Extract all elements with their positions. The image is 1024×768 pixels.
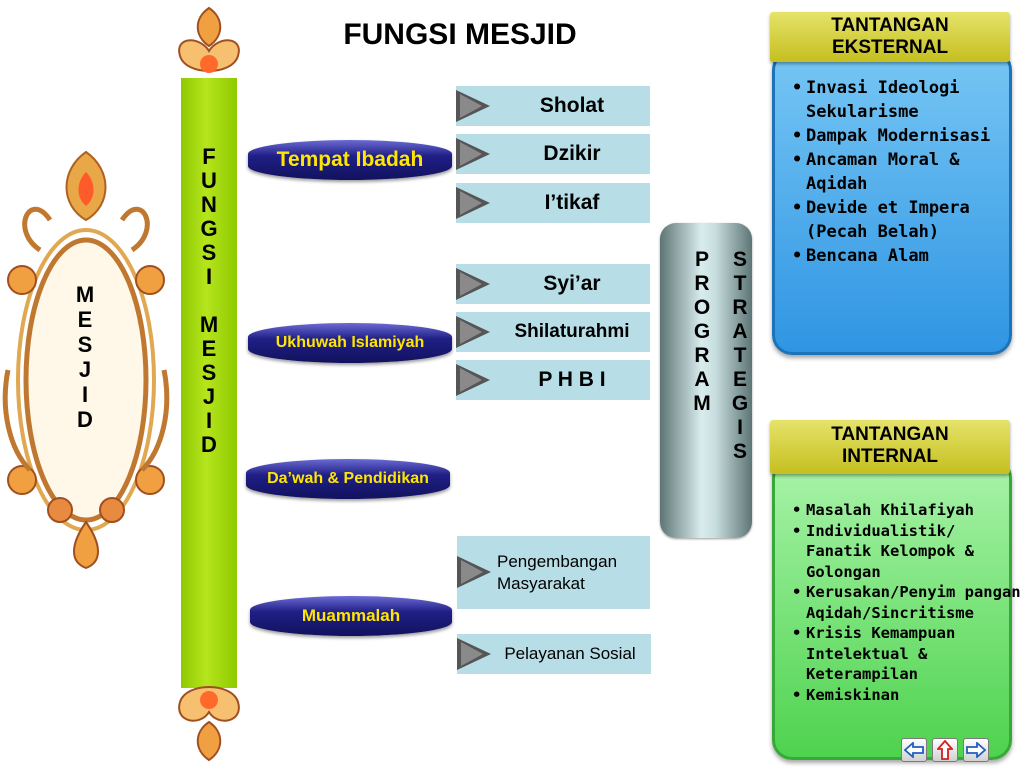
ornamental-frame xyxy=(2,150,170,570)
arrow-icon xyxy=(456,187,490,219)
category-tempat-ibadah: Tempat Ibadah xyxy=(248,140,452,180)
list-item: Dampak Modernisasi xyxy=(792,124,1020,148)
category-dawah-pendidikan: Da’wah & Pendidikan xyxy=(246,459,450,499)
right-arrow-icon xyxy=(966,742,986,758)
list-item: Bencana Alam xyxy=(792,244,1020,268)
program-strategis xyxy=(660,223,752,538)
category-ukhuwah-islamiyah: Ukhuwah Islamiyah xyxy=(248,323,452,363)
list-item: Kerusakan/Penyim pangan Aqidah/Sincritis… xyxy=(792,582,1024,623)
arrow-icon xyxy=(457,556,491,588)
item-phbi: P H B I xyxy=(456,360,650,400)
arrow-icon xyxy=(456,364,490,396)
arrow-icon xyxy=(456,138,490,170)
up-arrow-icon xyxy=(937,740,953,760)
list-item: Invasi Ideologi Sekularisme xyxy=(792,76,1020,124)
list-item: Krisis Kemampuan Intelektual & Keterampi… xyxy=(792,623,1024,685)
arrow-icon xyxy=(456,316,490,348)
ornament-word: M E S J I D xyxy=(75,282,95,432)
list-item: Devide et Impera (Pecah Belah) xyxy=(792,196,1020,244)
item-itikaf: I’tikaf xyxy=(456,183,650,223)
item-sholat: Sholat xyxy=(456,86,650,126)
item-pengembangan-masyarakat: Pengembangan Masyarakat xyxy=(457,536,650,609)
item-syiar: Syi’ar xyxy=(456,264,650,304)
list-item: Individualistik/ Fanatik Kelompok & Golo… xyxy=(792,521,1024,583)
category-muammalah: Muammalah xyxy=(250,596,452,636)
prev-slide-button[interactable] xyxy=(901,738,927,762)
home-button[interactable] xyxy=(932,738,958,762)
tantangan-internal-list: Masalah Khilafiyah Individualistik/ Fana… xyxy=(790,500,1024,705)
list-item: Ancaman Moral & Aqidah xyxy=(792,148,1020,196)
top-ornament xyxy=(178,6,240,73)
left-arrow-icon xyxy=(904,742,924,758)
arrow-icon xyxy=(457,638,491,670)
arrow-icon xyxy=(456,268,490,300)
list-item: Masalah Khilafiyah xyxy=(792,500,1024,521)
arrow-icon xyxy=(456,90,490,122)
list-item: Kemiskinan xyxy=(792,685,1024,706)
item-pelayanan-sosial: Pelayanan Sosial xyxy=(457,634,651,674)
page-title: FUNGSI MESJID xyxy=(343,18,577,51)
item-dzikir: Dzikir xyxy=(456,134,650,174)
next-slide-button[interactable] xyxy=(963,738,989,762)
fungsi-bar xyxy=(181,78,237,688)
tantangan-internal-heading: TANTANGAN INTERNAL xyxy=(770,420,1010,474)
fungsi-mesjid-vertical-text: F U N G S I M E S J I D xyxy=(199,144,219,457)
bottom-ornament xyxy=(178,686,240,762)
tantangan-eksternal-heading: TANTANGAN EKSTERNAL xyxy=(770,12,1010,62)
strategis-text: S T R A T E G I S xyxy=(731,248,749,463)
program-text: P R O G R A M xyxy=(693,248,711,415)
tantangan-eksternal-list: Invasi Ideologi Sekularisme Dampak Moder… xyxy=(790,76,1020,268)
item-shilaturahmi: Shilaturahmi xyxy=(456,312,650,352)
